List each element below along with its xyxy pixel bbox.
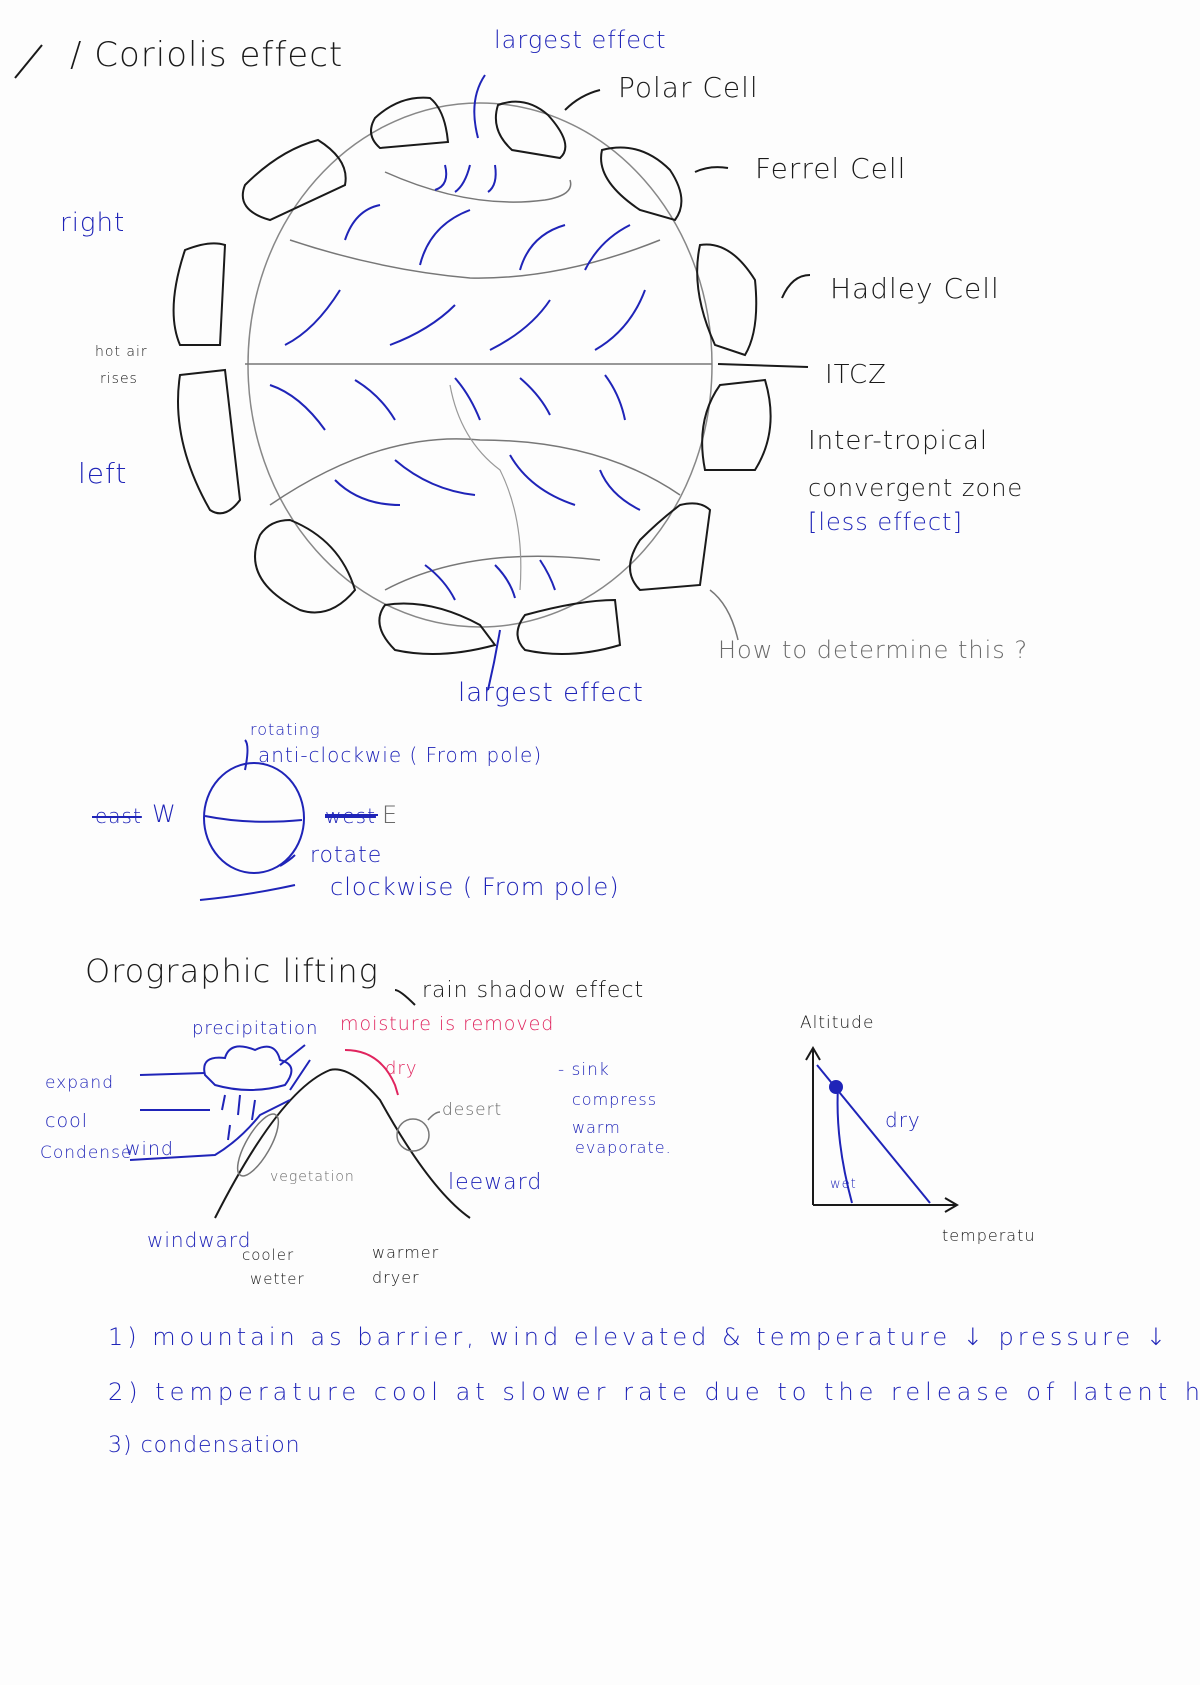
label-windward: windward bbox=[147, 1228, 252, 1252]
globe-diagram bbox=[245, 102, 809, 628]
label-expand: expand bbox=[45, 1073, 114, 1093]
label-itcz-full-1: Inter-tropical bbox=[808, 426, 989, 456]
label-rain-shadow: rain shadow effect bbox=[422, 978, 645, 1003]
label-warmer: warmer bbox=[372, 1243, 440, 1262]
label-dryer: dryer bbox=[372, 1268, 420, 1287]
graph-x-label: temperatu bbox=[942, 1226, 1036, 1245]
label-clockwise: clockwise ( From pole) bbox=[330, 873, 620, 901]
label-wind: wind bbox=[125, 1138, 174, 1160]
label-hot-air-1: hot air bbox=[95, 344, 148, 360]
label-precipitation: precipitation bbox=[192, 1018, 319, 1039]
mountain-diagram bbox=[129, 989, 471, 1219]
pole-marker-top bbox=[473, 74, 486, 139]
label-right: right bbox=[60, 208, 126, 238]
rotation-globe bbox=[92, 739, 378, 901]
label-question: How to determine this ? bbox=[718, 636, 1029, 664]
label-vegetation: vegetation bbox=[270, 1169, 355, 1185]
label-ferrel-cell: Ferrel Cell bbox=[755, 152, 907, 185]
lee-list-item: - sink bbox=[558, 1060, 610, 1080]
question-pointer bbox=[709, 589, 739, 641]
label-desert: desert bbox=[442, 1100, 503, 1120]
note-line-1: 1) mountain as barrier, wind elevated & … bbox=[108, 1323, 1170, 1351]
label-leeward: leeward bbox=[448, 1170, 543, 1195]
label-cool: cool bbox=[45, 1110, 88, 1132]
label-west-struck: west bbox=[325, 804, 376, 828]
label-largest-effect-bottom: largest effect bbox=[458, 678, 644, 708]
section-title-orographic: Orographic lifting bbox=[85, 952, 379, 990]
wind-arrows bbox=[269, 164, 646, 601]
label-hot-air-2: rises bbox=[100, 371, 138, 387]
label-rotating: rotating bbox=[250, 720, 321, 739]
lapse-rate-graph bbox=[805, 1046, 959, 1213]
note-line-3: 3) condensation bbox=[108, 1433, 301, 1458]
label-polar-cell: Polar Cell bbox=[618, 71, 759, 104]
label-itcz: ITCZ bbox=[825, 360, 887, 390]
label-left: left bbox=[78, 457, 128, 490]
pole-marker-bottom bbox=[487, 629, 501, 691]
circulation-cells bbox=[172, 89, 811, 655]
label-less-effect: [less effect] bbox=[808, 508, 963, 536]
label-cooler: cooler bbox=[242, 1246, 295, 1264]
section-title-coriolis: / Coriolis effect bbox=[70, 35, 344, 75]
lee-list-item: compress bbox=[572, 1090, 658, 1109]
note-line-2: 2) temperature cool at slower rate due t… bbox=[108, 1378, 1200, 1406]
label-condense: Condense bbox=[40, 1143, 133, 1163]
label-wetter: wetter bbox=[250, 1270, 305, 1288]
title-slash bbox=[14, 44, 43, 79]
label-moisture-removed: moisture is removed bbox=[340, 1013, 555, 1035]
label-itcz-full-2: convergent zone bbox=[808, 474, 1024, 502]
label-hadley-cell: Hadley Cell bbox=[830, 272, 1000, 305]
graph-dry-label: dry bbox=[885, 1108, 921, 1132]
graph-y-label: Altitude bbox=[800, 1013, 875, 1033]
label-anticlockwise: anti-clockwie ( From pole) bbox=[258, 743, 543, 767]
label-dry-red: dry bbox=[385, 1058, 418, 1079]
label-e: E bbox=[382, 801, 399, 829]
label-largest-effect-top: largest effect bbox=[494, 26, 667, 54]
lee-list-item: warm bbox=[572, 1118, 621, 1137]
label-east-struck: east bbox=[95, 804, 142, 828]
graph-wet-label: wet bbox=[830, 1177, 857, 1192]
label-rotate: rotate bbox=[310, 843, 383, 868]
label-w: W bbox=[152, 800, 177, 828]
lee-list-item: evaporate. bbox=[575, 1138, 672, 1157]
